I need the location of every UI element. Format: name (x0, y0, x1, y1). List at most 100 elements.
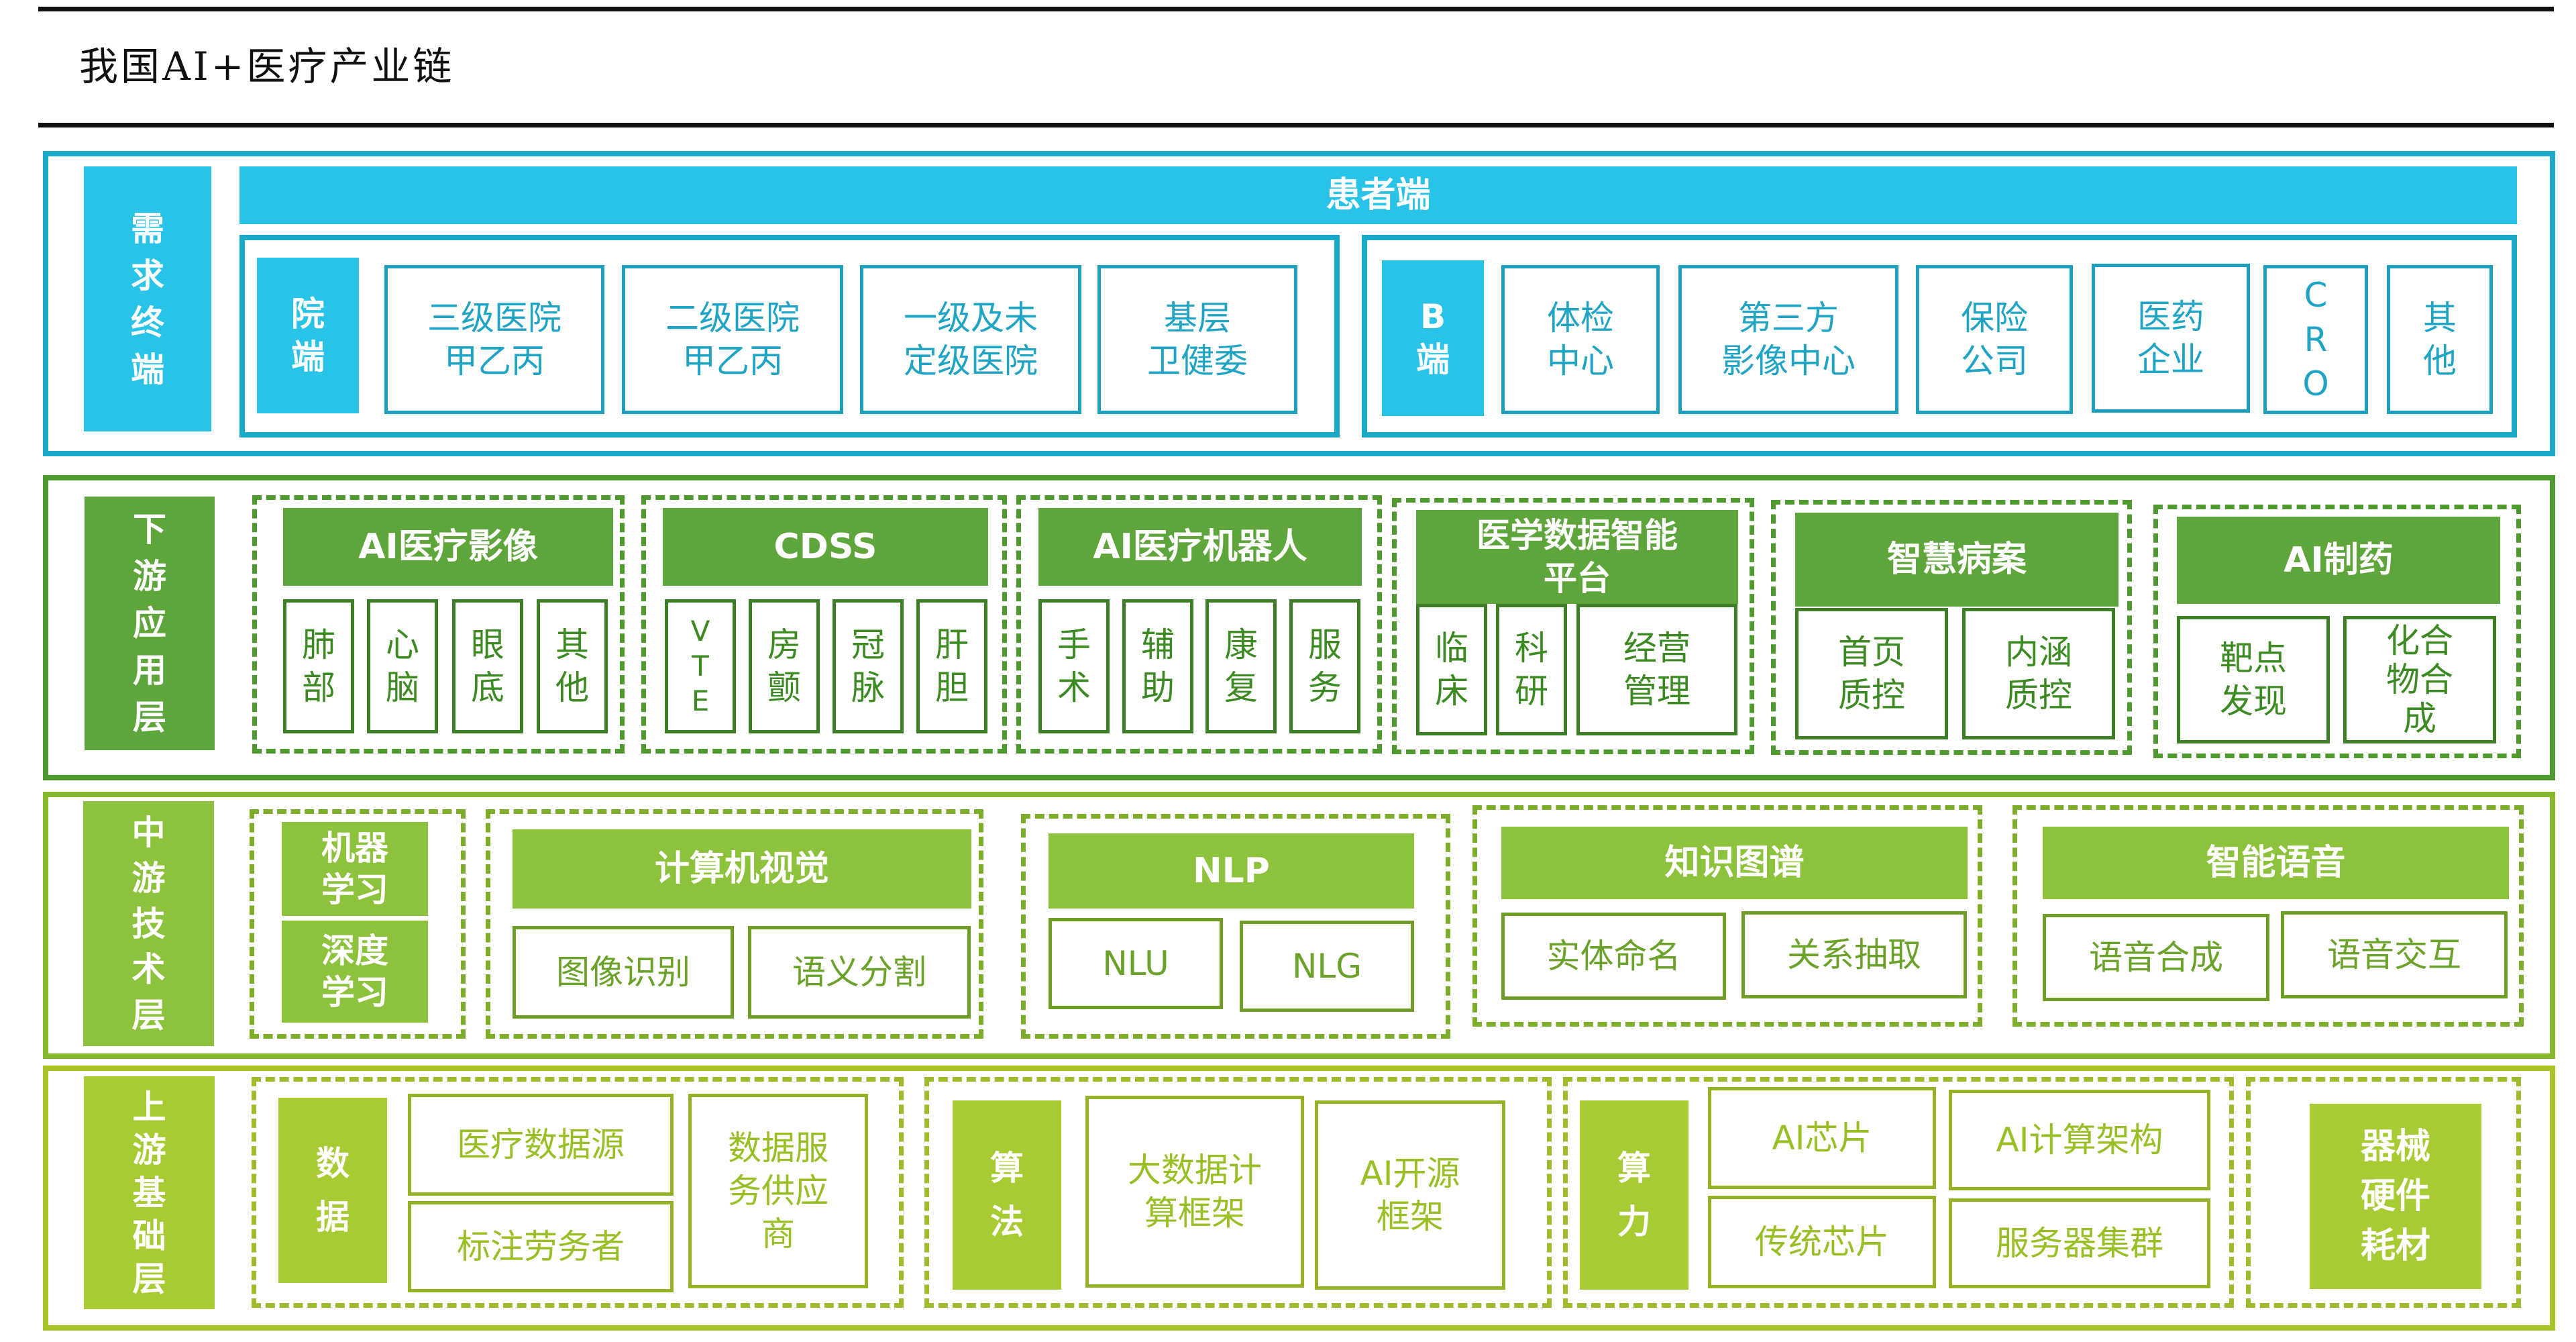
item-char: 物合 (2386, 660, 2453, 699)
item-line: 二级医院 (665, 299, 800, 338)
side-char: 游 (133, 557, 166, 596)
side-char: 游 (132, 1130, 166, 1170)
top-rule (38, 7, 2554, 11)
data-service-provider: 数据服 务供应 商 (688, 1094, 868, 1288)
group-item: 科研 (1496, 604, 1567, 735)
group-item: 关系抽取 (1741, 911, 1967, 998)
item-char: 内涵 (2005, 633, 2072, 672)
upstream-hardware-group (2246, 1077, 2521, 1308)
header-text: 医学数据智能平台 (1477, 516, 1678, 598)
side-char: 求 (131, 256, 164, 295)
item-char: 心 (386, 625, 419, 664)
item-char: 服 (1308, 625, 1342, 664)
item-char: 靶点 (2220, 639, 2287, 678)
b-side-item: 体检 中心 (1501, 265, 1660, 414)
midstream-side-label: 中 游 技 术 层 (83, 801, 214, 1046)
item-char: 胆 (935, 668, 969, 707)
downstream-group (1016, 495, 1382, 754)
item-char: 科 (1515, 629, 1548, 668)
item-char: 术 (1057, 668, 1091, 707)
item-line: O (2302, 364, 2329, 403)
group-item: 肺部 (283, 599, 354, 733)
group-item: 首页质控 (1795, 608, 1948, 739)
midstream-group (2012, 805, 2524, 1027)
downstream-group (1392, 498, 1754, 754)
item-line: 医药 (2137, 297, 2204, 336)
item-char: 质控 (1838, 676, 1905, 715)
downstream-side-label: 下 游 应 用 层 (85, 497, 215, 750)
item-char: T (692, 650, 709, 682)
group-item: 内涵质控 (1962, 608, 2115, 739)
item-line: 框架 (1377, 1197, 1444, 1236)
downstream-group (252, 495, 625, 754)
side-char: 需 (131, 209, 164, 248)
side-char: 术 (131, 949, 166, 989)
item-line: 耗材 (2360, 1226, 2430, 1266)
item-line: 一级及未 (904, 299, 1038, 338)
item-char: 部 (302, 668, 335, 707)
group-header: 计算机视觉 (513, 829, 971, 909)
item-line: 甲乙丙 (682, 342, 783, 380)
item-char: 辅 (1141, 625, 1175, 664)
label-char: 算 (1617, 1149, 1651, 1188)
group-header: 智慧病案 (1795, 513, 2118, 607)
side-char: 用 (133, 651, 166, 690)
side-char: 游 (131, 858, 166, 898)
group-item: NLG (1240, 921, 1414, 1012)
item-line: 商 (761, 1215, 795, 1253)
item-line: 体检 (1547, 299, 1614, 338)
item-line: 大数据计 (1128, 1151, 1262, 1190)
item-char: 房 (767, 625, 801, 664)
item-char: 管理 (1623, 672, 1690, 711)
side-char: 端 (131, 350, 164, 389)
item-char: 质控 (2005, 676, 2072, 715)
side-char: 中 (131, 813, 166, 852)
group-header: CDSS (663, 508, 988, 586)
item-char: 肝 (935, 625, 969, 664)
item-line: 他 (2423, 342, 2457, 380)
label-char: 据 (316, 1198, 350, 1237)
group-item: 实体命名 (1501, 913, 1726, 1000)
compute-item: 传统芯片 (1708, 1196, 1936, 1288)
compute-item: AI芯片 (1708, 1087, 1936, 1189)
group-item: 临床 (1416, 604, 1487, 735)
group-item: 语音合成 (2043, 914, 2269, 1001)
side-char: 终 (131, 303, 164, 342)
side-char: 技 (131, 904, 166, 943)
label-char: 算 (990, 1149, 1024, 1188)
item-char: 床 (1435, 672, 1468, 711)
downstream-group (641, 495, 1007, 754)
item-line: 第三方 (1738, 299, 1839, 338)
item-char: 首页 (1838, 633, 1905, 672)
group-item: 房颤 (749, 599, 820, 733)
item-line: 中心 (1547, 342, 1614, 380)
item-char: 脑 (386, 668, 419, 707)
item-char: 经营 (1623, 629, 1690, 668)
b-side-item: 保险 公司 (1916, 265, 2073, 414)
item-line: 定级医院 (904, 342, 1038, 380)
group-item: 眼底 (452, 599, 523, 733)
b-side-item: 医药 企业 (2092, 264, 2250, 413)
item-char: 其 (555, 625, 589, 664)
item-char: 研 (1515, 672, 1548, 711)
upstream-data-group (252, 1077, 904, 1308)
item-line: 器械 (2360, 1127, 2430, 1167)
item-line: 机器 (321, 829, 388, 868)
group-item: 服务 (1289, 599, 1360, 733)
group-header: 知识图谱 (1501, 827, 1968, 899)
label-char: 数 (316, 1144, 350, 1183)
item-line: 卫健委 (1147, 342, 1248, 380)
group-item: 经营管理 (1576, 604, 1737, 735)
group-item: NLU (1049, 918, 1223, 1009)
item-line: 三级医院 (427, 299, 561, 338)
item-line: AI开源 (1360, 1154, 1460, 1193)
item-line: R (2304, 320, 2328, 359)
label-char: 端 (291, 338, 325, 376)
item-line: 算框架 (1144, 1194, 1245, 1233)
b-side-item: 其 他 (2387, 265, 2493, 414)
item-line: 其 (2423, 299, 2457, 338)
side-char: 基 (132, 1173, 166, 1212)
item-line: 学习 (321, 973, 388, 1012)
item-line: 数据服 (728, 1129, 828, 1168)
item-line: 硬件 (2360, 1176, 2430, 1217)
